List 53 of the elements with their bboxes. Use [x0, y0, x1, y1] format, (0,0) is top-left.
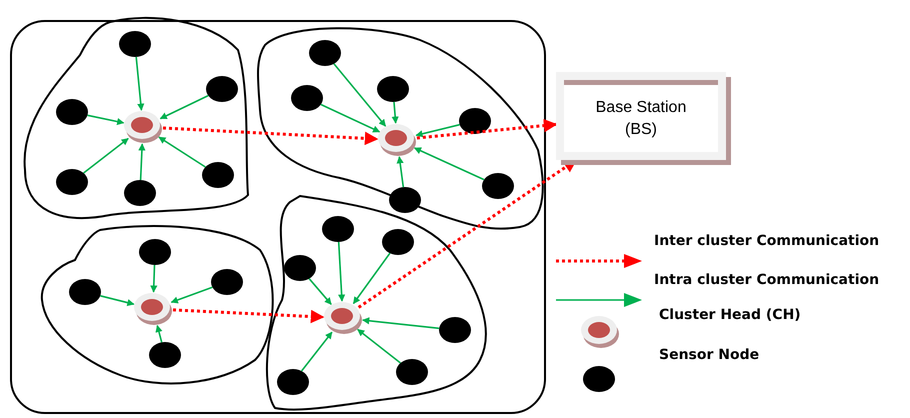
arrow [333, 63, 386, 127]
legend-label: Inter cluster Communication [654, 233, 880, 249]
arrow [392, 102, 399, 124]
sensor-node [459, 108, 491, 134]
arrow [416, 118, 558, 140]
arrow [158, 136, 206, 168]
sensor-node [69, 279, 101, 305]
arrow [357, 328, 401, 364]
sensor-node [149, 342, 181, 368]
arrow [320, 104, 380, 133]
sensor-node [56, 169, 88, 195]
arrow [414, 147, 484, 180]
arrow [352, 252, 391, 304]
legend-label: Intra cluster Communication [654, 272, 880, 288]
sensor-node [389, 187, 421, 213]
sensor-node [482, 173, 514, 199]
sensor-node [277, 369, 309, 395]
sensor-node [119, 31, 151, 57]
arrow [100, 295, 134, 306]
sensor-node [439, 317, 471, 343]
arrow [135, 56, 144, 111]
sensor-node [211, 269, 243, 295]
arrow [308, 278, 332, 305]
arrow [160, 94, 209, 120]
arrow [172, 308, 324, 324]
arrow [362, 317, 440, 330]
arrow [300, 332, 333, 372]
legend-label: Sensor Node [659, 347, 760, 363]
sensor-node [309, 40, 341, 66]
sensor-node [377, 76, 409, 102]
arrow [150, 264, 158, 293]
sensor-node [56, 99, 88, 125]
arrow [396, 156, 404, 188]
sensor-node [396, 359, 428, 385]
arrow [170, 286, 213, 304]
sensor-node [322, 216, 354, 242]
sensor-node [139, 239, 171, 265]
legend-label: Cluster Head (CH) [659, 307, 801, 323]
sensor-node [382, 229, 414, 255]
arrow [338, 242, 346, 302]
arrow [155, 324, 162, 342]
sensor-node [284, 255, 316, 281]
node-label: Base Station (BS) [594, 98, 688, 140]
arrow [416, 124, 460, 138]
base-station-box [556, 72, 726, 160]
arrow [83, 138, 129, 174]
sensor-node [291, 85, 323, 111]
sensor-node [206, 76, 238, 102]
arrow [162, 126, 378, 146]
sensor-node [202, 162, 234, 188]
arrow [87, 114, 124, 126]
sensor-node [124, 180, 156, 206]
arrow [138, 143, 146, 180]
